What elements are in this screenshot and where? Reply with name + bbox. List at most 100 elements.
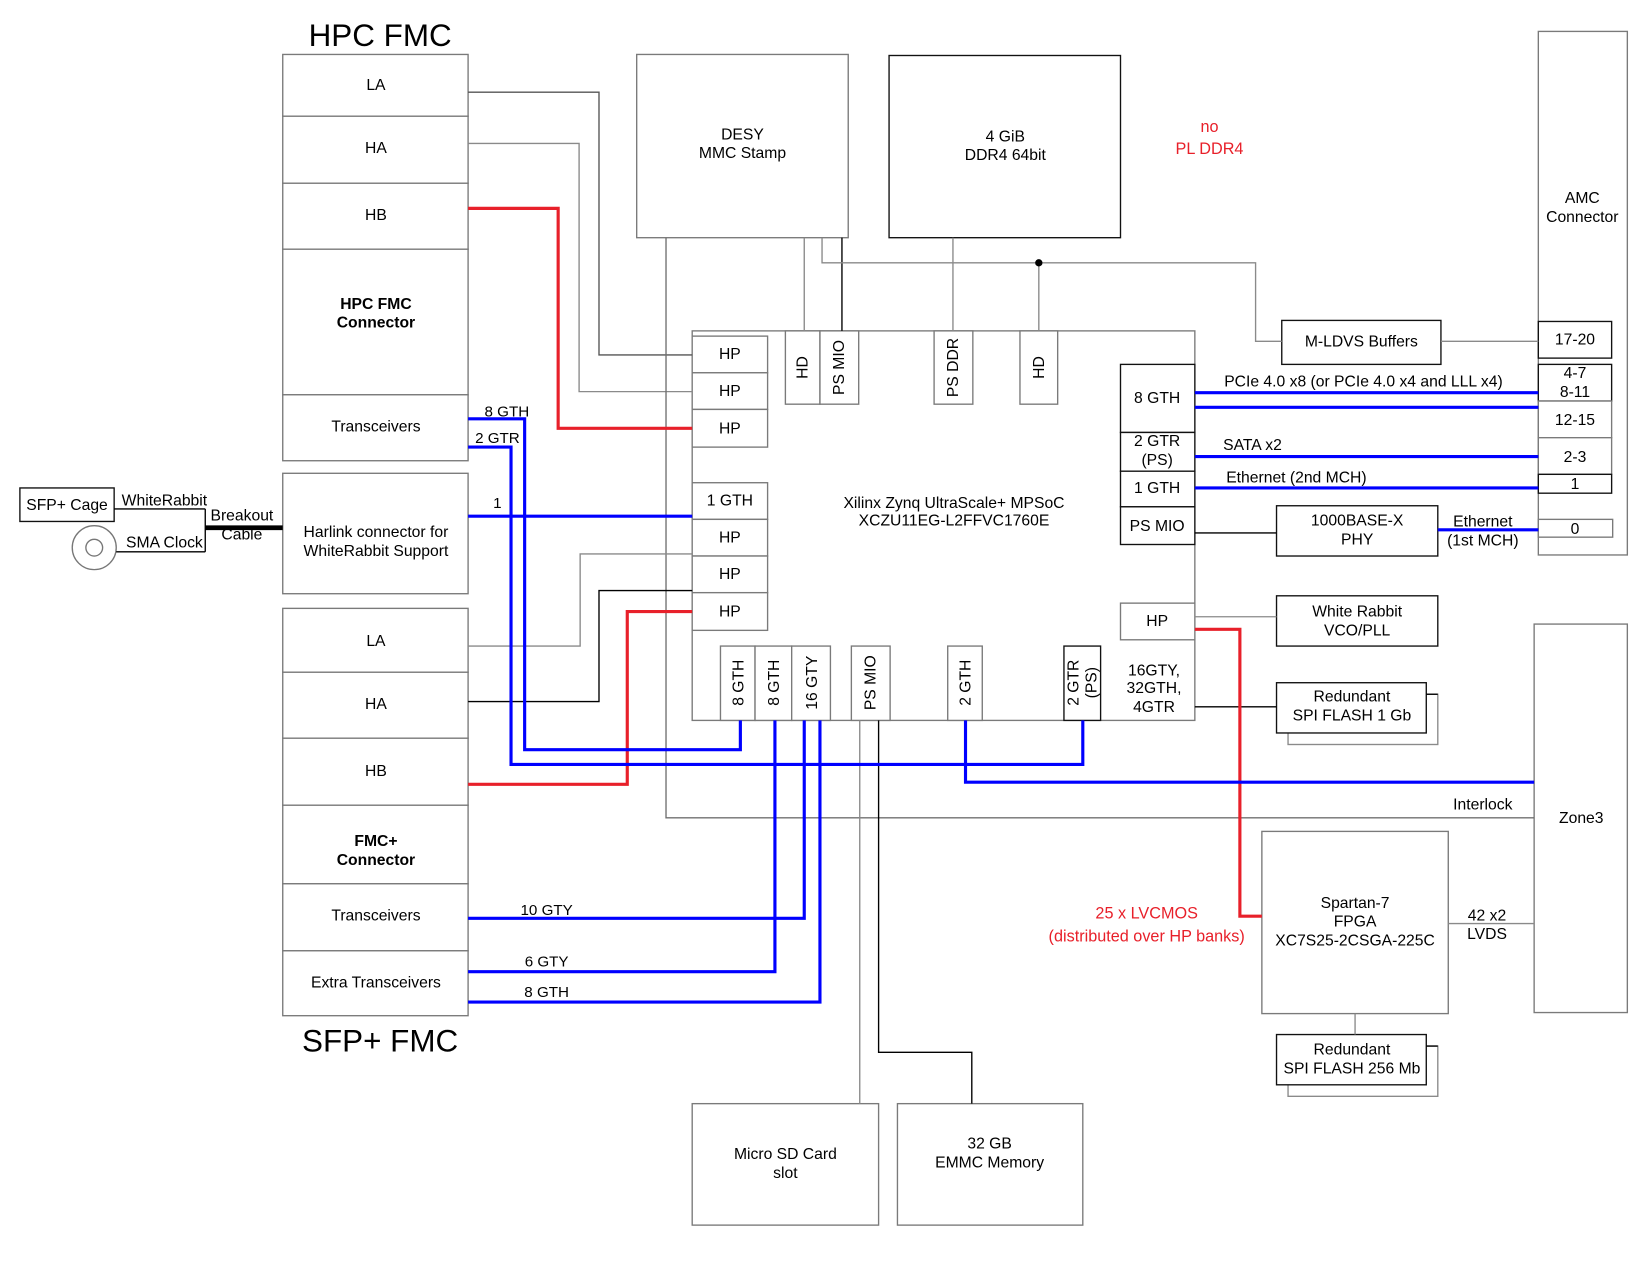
- amc-port-17-20: [1537, 320, 1613, 359]
- wr-vco-pll-block: [1275, 595, 1439, 647]
- mpsoc-summary-3: 4GTR: [1133, 699, 1175, 716]
- link-labels: 8 GTH 2 GTR 1 10 GTY 6 GTY 8 GTH PCIe 4.…: [475, 373, 1518, 1000]
- mpsoc-left-bank-label: HP: [719, 421, 741, 438]
- hpc-fmc-title: HPC FMC: [309, 18, 452, 53]
- amc-port-1-label: 1: [1571, 476, 1580, 493]
- no-pl-ddr4-note-1: no: [1200, 118, 1218, 136]
- spi-flash-1gb-label-2: SPI FLASH 1 Gb: [1293, 707, 1412, 724]
- mpsoc-left-bank-label: HP: [719, 529, 741, 546]
- fmcplus-connector-block: [282, 804, 469, 885]
- wire-hpc-ha-to-hp: [468, 142, 693, 393]
- ddr4-label-2: DDR4 64bit: [965, 147, 1047, 164]
- sfp-extra-transceivers-block: [282, 950, 469, 1017]
- phy-label-1: 1000BASE-X: [1311, 513, 1404, 530]
- mpsoc-right-bank-hp-label: HP: [1146, 613, 1168, 630]
- sfp-hb-label: HB: [365, 763, 387, 780]
- no-pl-ddr4-note-2: PL DDR4: [1176, 140, 1244, 158]
- sfp-fmc-title: SFP+ FMC: [302, 1023, 458, 1058]
- sfp-transceivers-label: Transceivers: [331, 907, 420, 924]
- mldvs-buffers-label: M-LDVS Buffers: [1305, 334, 1418, 351]
- hpc-ha-block: [282, 115, 469, 184]
- phy-1000base-x-block: [1275, 505, 1439, 557]
- breakout-label-2: Cable: [221, 526, 262, 543]
- lvcmos-note-2: (distributed over HP banks): [1049, 927, 1245, 945]
- hpc-transceivers-label: Transceivers: [331, 418, 420, 435]
- mpsoc-bottom-bank-2gtr-label-2: (PS): [1083, 667, 1100, 698]
- transceiver-wires: [468, 391, 1539, 1004]
- spartan7-label-3: XC7S25-2CSGA-225C: [1275, 933, 1435, 950]
- desy-mmc-label-2: MMC Stamp: [699, 145, 786, 162]
- ddr4-label-1: 4 GiB: [986, 128, 1025, 145]
- hpc-connector-label-1: HPC FMC: [340, 296, 411, 313]
- desy-mmc-label-1: DESY: [721, 126, 764, 143]
- mpsoc-top-bank-hd-2: [1019, 330, 1059, 405]
- sma-inner-ring: [85, 538, 104, 557]
- wire-fmcplus-6gty: [468, 720, 777, 974]
- hpc-transceivers-block: [282, 394, 469, 462]
- link-label-harlink-1: 1: [493, 495, 501, 512]
- amc-port-8-11-label: 8-11: [1560, 384, 1590, 401]
- link-label-interlock: Interlock: [1453, 796, 1512, 813]
- link-label-hpc-2gtr: 2 GTR: [475, 430, 520, 447]
- mpsoc-left-bank-hp-6: [691, 591, 769, 632]
- emmc-memory-block: [896, 1102, 1084, 1226]
- spartan7-label-2: FPGA: [1334, 914, 1377, 931]
- spi-flash-256mb: Redundant SPI FLASH 256 Mb: [1275, 1033, 1439, 1098]
- hpc-connector-label-2: Connector: [337, 315, 415, 332]
- spi-flash-256mb-label-1: Redundant: [1314, 1041, 1391, 1058]
- harlink-label-2: WhiteRabbit Support: [304, 543, 449, 560]
- wire-sfp-ha-to-hp: [468, 589, 693, 703]
- mpsoc-bottom-bank-8gth-1: [719, 645, 756, 722]
- sfp-ha-block: [282, 671, 469, 739]
- hpc-la-block: [282, 53, 469, 117]
- amc-port-12-15: [1537, 400, 1613, 439]
- link-label-eth-1st-mch-1: Ethernet: [1453, 514, 1513, 531]
- spi-flash-1gb-block: [1275, 682, 1427, 734]
- mpsoc-bottom-bank-label: 8 GTH: [766, 660, 783, 706]
- mpsoc: Xilinx Zynq UltraScale+ MPSoC XCZU11EG-L…: [691, 330, 1196, 722]
- wire-2gth-to-zone3: [963, 720, 1535, 784]
- mpsoc-left-bank-label: HP: [719, 604, 741, 621]
- mpsoc-bottom-bank-label: PS MIO: [862, 655, 879, 710]
- sfp-ha-label: HA: [365, 696, 387, 713]
- link-label-pcie: PCIe 4.0 x8 (or PCIe 4.0 x4 and LLL x4): [1224, 373, 1502, 390]
- fmcplus-connector-label-1: FMC+: [354, 833, 397, 850]
- mpsoc-left-bank-gth: [691, 482, 769, 521]
- amc-port-0-label: 0: [1571, 521, 1580, 538]
- mpsoc-right-bank-1gth-label: 1 GTH: [1134, 480, 1180, 497]
- ddr4-memory: 4 GiB DDR4 64bit: [888, 54, 1122, 239]
- mpsoc-left-bank-label: HP: [719, 383, 741, 400]
- wire-fmcplus-8gth: [468, 720, 822, 1004]
- mpsoc-bottom-bank-label: 16 GTY: [804, 655, 821, 710]
- mpsoc-bottom-bank-16gty: [790, 645, 832, 722]
- spartan7-block: [1261, 830, 1449, 1015]
- mpsoc-top-bank-label: PS DDR: [945, 338, 962, 397]
- sfp-fmc: LA HA HB FMC+ Connector Transceivers Ext…: [282, 607, 469, 1058]
- hpc-connector-block: [282, 248, 469, 396]
- mpsoc-left-bank-hp-1: [691, 335, 769, 374]
- wr-vco-label-1: White Rabbit: [1312, 604, 1402, 621]
- hpc-hb-label: HB: [365, 207, 387, 224]
- zone3-label: Zone3: [1559, 810, 1604, 827]
- emmc-label-1: 32 GB: [967, 1136, 1011, 1153]
- wire-mmc-to-mldvs: [821, 237, 1282, 343]
- link-label-10gty: 10 GTY: [520, 902, 572, 919]
- spi-flash-1gb: Redundant SPI FLASH 1 Gb: [1275, 682, 1439, 746]
- mpsoc-title-2: XCZU11EG-L2FFVC1760E: [859, 513, 1050, 530]
- mpsoc-bottom-bank-2gtr-ps: [1063, 645, 1102, 722]
- hb-wires: [468, 206, 1262, 918]
- spi-flash-256mb-label-2: SPI FLASH 256 Mb: [1283, 1060, 1420, 1077]
- mpsoc-top-bank-label: HD: [794, 356, 811, 379]
- spartan7-fpga: Spartan-7 FPGA XC7S25-2CSGA-225C: [1261, 830, 1449, 1015]
- wire-hp-to-spartan7: [1194, 627, 1262, 918]
- amc-label-2: Connector: [1546, 209, 1618, 226]
- mpsoc-title-1: Xilinx Zynq UltraScale+ MPSoC: [843, 495, 1064, 512]
- mpsoc-top-bank-ps-mio: [819, 330, 860, 405]
- mpsoc-left-bank-hp-4: [691, 518, 769, 557]
- amc-label-1: AMC: [1565, 190, 1600, 207]
- sfp-cage-label: SFP+ Cage: [26, 497, 108, 514]
- breakout-label-1: Breakout: [211, 507, 274, 524]
- wire-fmcplus-10gty: [468, 720, 806, 920]
- link-label-eth-2nd-mch: Ethernet (2nd MCH): [1226, 470, 1366, 487]
